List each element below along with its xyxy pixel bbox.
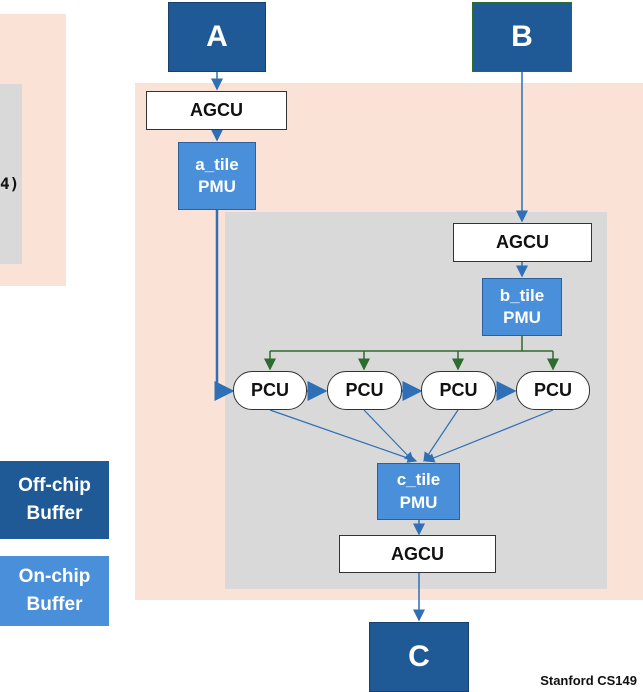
pmu-b-tile-name: b_tile	[499, 285, 545, 305]
agcu-c: AGCU	[339, 535, 496, 573]
pcu-3: PCU	[421, 371, 496, 410]
footer-credit: Stanford CS149	[540, 673, 637, 688]
pmu-b-tile: b_tile PMU	[482, 278, 562, 336]
pmu-c-tile-label: PMU	[399, 492, 438, 512]
left-gray-region	[0, 84, 22, 264]
pmu-c-tile: c_tile PMU	[377, 463, 460, 520]
pmu-c-tile-name: c_tile	[396, 470, 441, 490]
offchip-buffer-a: A	[168, 2, 266, 72]
legend-onchip-buffer: On-chip Buffer	[0, 556, 109, 626]
wire-pcu2-to-c-tile	[363, 409, 414, 462]
pmu-a-tile-label: PMU	[198, 177, 236, 196]
legend-onchip-line1: On-chip	[18, 566, 91, 588]
pmu-a-tile-name: a_tile	[195, 154, 239, 174]
agcu-a: AGCU	[146, 91, 287, 130]
legend-onchip-line2: Buffer	[26, 594, 83, 615]
offchip-buffer-c: C	[369, 622, 469, 692]
pcu-4: PCU	[516, 371, 590, 410]
wire-pcu4-to-c-tile	[424, 409, 554, 463]
wire-pcu1-to-c-tile	[269, 409, 418, 463]
wire-pcu3-to-c-tile	[423, 409, 459, 462]
pcu-1: PCU	[233, 371, 307, 410]
legend-offchip-buffer: Off-chip Buffer	[0, 461, 109, 539]
cut-off-code-text: 4)	[0, 174, 20, 193]
legend-offchip-line1: Off-chip	[18, 475, 91, 497]
pmu-b-tile-label: PMU	[503, 308, 541, 327]
pmu-a-tile: a_tile PMU	[178, 142, 256, 210]
pcu-2: PCU	[327, 371, 402, 410]
agcu-b: AGCU	[453, 223, 592, 262]
legend-offchip-line2: Buffer	[26, 503, 83, 524]
offchip-buffer-b: B	[472, 2, 572, 72]
wire-a-tile-to-pcu	[214, 210, 235, 401]
